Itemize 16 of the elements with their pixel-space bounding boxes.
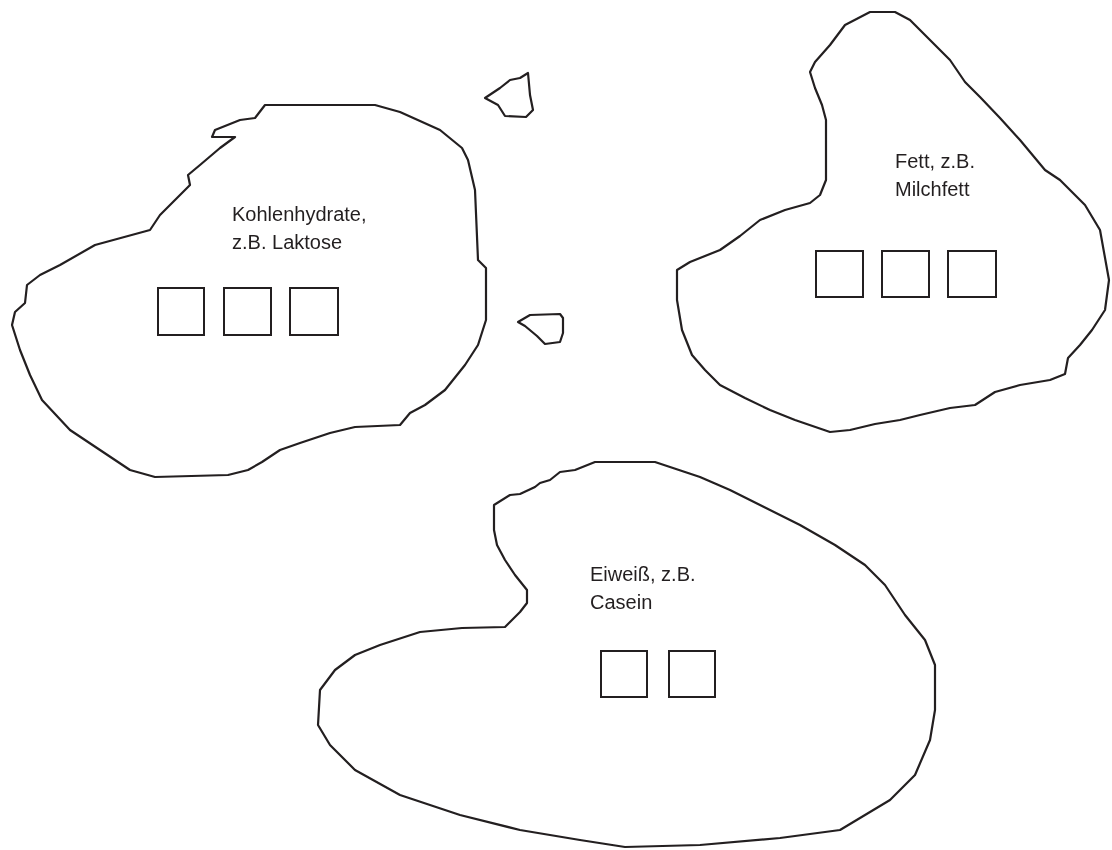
answer-box (668, 650, 716, 698)
answer-box (815, 250, 864, 298)
blob-label: Kohlenhydrate, z.B. Laktose (232, 202, 368, 255)
answer-box (289, 287, 339, 336)
answer-box (600, 650, 648, 698)
blob-shape (673, 8, 1112, 436)
answer-box (157, 287, 205, 336)
blob-shape (8, 101, 490, 481)
blob-shape (481, 70, 536, 120)
blob-label: Fett, z.B. Milchfett (895, 149, 977, 202)
blob-shape (314, 458, 939, 850)
answer-box (947, 250, 997, 298)
blob-shape (514, 310, 567, 348)
blob-label: Eiweiß, z.B. Casein (590, 562, 697, 615)
answer-box (881, 250, 930, 298)
answer-box (223, 287, 272, 336)
